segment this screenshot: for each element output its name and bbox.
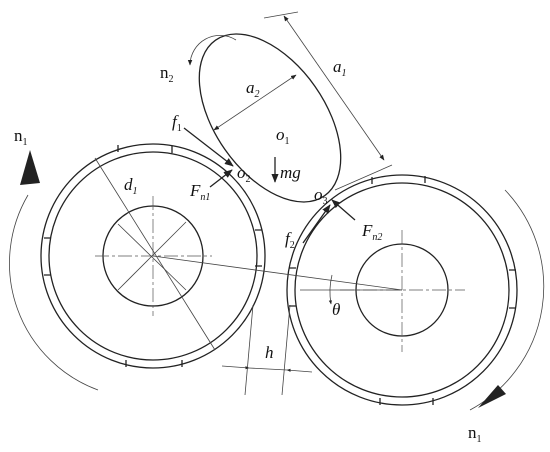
left-roller-notch-top [117,145,173,153]
n1-left-rotation-arc [9,194,99,391]
a2-dim-line [213,74,297,131]
h-arrow-left [221,365,250,370]
right-roller-notch-top [371,176,426,184]
label-n1-bottom: n1 [468,423,482,445]
center-connecting-line [152,255,403,291]
Fn1-arrow [209,169,233,188]
f2-arrow [302,204,331,244]
n1-bottom-arrow-head [478,385,506,408]
left-roller-outer-circle [40,143,266,369]
label-o1: o1 [276,125,290,147]
left-hub-diagonal [117,223,187,291]
a1-dim-line [283,15,385,161]
d1-diameter-line [94,157,216,351]
n1-left-arrow-head [20,150,40,185]
theta-arc [328,274,333,305]
label-o2: o2 [237,163,251,185]
left-hub-diagonal-2 [117,221,187,291]
label-a2: a2 [246,78,260,100]
h-arrow-right [286,368,313,373]
label-n2: n2 [160,63,174,85]
Fn2-arrow [331,199,356,221]
label-Fn2: Fn2 [361,221,382,243]
label-a1: a1 [333,57,347,79]
left-roller-inner-circle [48,151,258,361]
right-roller-notch-right [509,269,516,309]
f1-arrow [183,127,234,167]
h-dim-line [248,367,288,371]
label-f2: f2 [285,229,295,251]
label-d1: d1 [124,175,138,197]
a1-ext-bottom [334,164,393,191]
h-ext-right [281,304,291,396]
label-f1: f1 [172,112,182,134]
h-dimension [221,304,313,396]
right-roller-notch-bottom [379,398,434,405]
label-Fn1: Fn1 [189,181,210,203]
left-roller-notch-right [255,229,262,267]
left-roller-notch-bottom [125,360,183,367]
label-o3: o3 [314,185,328,207]
n1-bottom-rotation-arc [469,189,545,411]
a1-ext-top [263,11,299,19]
n2-rotation-arc [187,35,237,66]
label-h: h [265,343,274,362]
right-roller-outer-circle [286,174,518,406]
a1-dimension [263,11,393,191]
label-n1-left: n1 [14,126,28,148]
right-roller-inner-circle [294,182,510,398]
label-theta: θ [332,300,340,319]
left-roller [40,143,266,369]
label-mg: mg [280,163,301,182]
h-ext-left [244,304,254,396]
left-roller-notch-left [44,237,51,276]
